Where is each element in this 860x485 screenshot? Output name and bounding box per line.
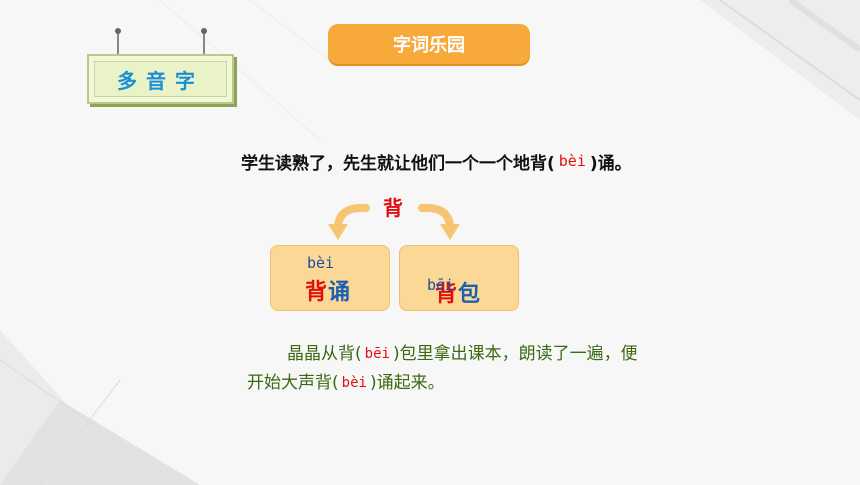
word-card-pinyin: bèi [307, 254, 335, 272]
word-card-word: 背 包 [435, 276, 481, 308]
sign-string-left [117, 30, 119, 57]
paragraph-text: 开始大声背( [247, 373, 339, 393]
example-sentence: 学生读熟了，先生就让他们一个一个地背( bèi )诵。 [241, 148, 761, 174]
topic-sign-label: 多音字 [94, 61, 227, 97]
word-card-beibao: 背 包 bēi [399, 245, 519, 311]
paragraph-line-1: 晶晶从背( bēi )包里拿出课本，朗读了一遍，便 [247, 340, 737, 369]
curved-arrow-left-icon [328, 203, 370, 240]
sentence-pinyin: bèi [558, 152, 586, 170]
word-card-char: 诵 [328, 280, 352, 305]
paragraph-line-2: 开始大声背( bèi )诵起来。 [247, 369, 737, 398]
word-card-beisong: bèi 背 诵 [270, 245, 390, 311]
word-card-pinyin: bēi [427, 276, 455, 294]
example-paragraph: 晶晶从背( bēi )包里拿出课本，朗读了一遍，便 开始大声背( bèi )诵起… [247, 340, 737, 398]
paragraph-pinyin: bēi [364, 346, 390, 362]
section-title: 字词乐园 [328, 24, 530, 64]
sentence-text-before: 学生读熟了，先生就让他们一个一个地背( [241, 153, 555, 174]
word-card-char-highlight: 背 [305, 280, 329, 305]
word-card-word: 背 诵 [305, 274, 351, 306]
curved-arrow-right-icon [418, 203, 460, 240]
polyphonic-character: 背 [383, 196, 403, 220]
paragraph-text: 晶晶从背( [287, 344, 362, 364]
word-card-char-highlight: 背 [435, 282, 459, 307]
topic-sign: 多音字 [87, 54, 234, 104]
paragraph-text: )诵起来。 [369, 373, 445, 393]
paragraph-pinyin: bèi [341, 375, 367, 391]
sign-pin-left [115, 28, 121, 34]
word-card-char: 包 [458, 282, 482, 307]
sign-pin-right [201, 28, 207, 34]
sign-string-right [203, 30, 205, 57]
sentence-text-after: )诵。 [589, 153, 632, 174]
paragraph-text: )包里拿出课本，朗读了一遍，便 [392, 344, 638, 364]
